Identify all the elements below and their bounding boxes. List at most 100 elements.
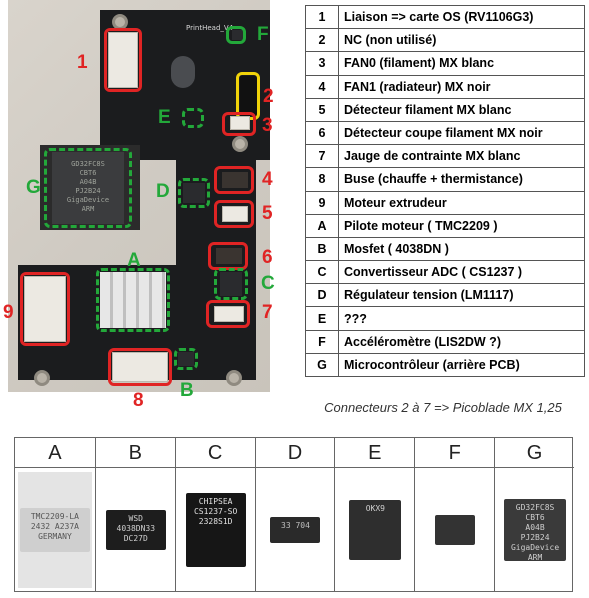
connector-1-body — [108, 32, 138, 88]
legend-description: Régulateur tension (LM1117) — [338, 283, 585, 308]
legend-key: 7 — [305, 144, 339, 169]
connector-note: Connecteurs 2 à 7 => Picoblade MX 1,25 — [324, 400, 562, 415]
marker-box-6 — [208, 242, 248, 270]
marker-box-A — [96, 268, 170, 332]
connector-7-body — [214, 306, 244, 322]
component-photo: TMC2209-LA 2432 A237A GERMANY — [18, 472, 92, 588]
pcb-photo: PrintHead_V4 GD32FC8S CBT6 A04B PJ2B24 G… — [0, 0, 300, 411]
component-chip: TMC2209-LA 2432 A237A GERMANY — [19, 508, 90, 552]
marker-box-3 — [222, 112, 256, 136]
legend-description: Accéléromètre (LIS2DW ?) — [338, 329, 585, 354]
legend-key: C — [305, 260, 339, 285]
component-strip: A TMC2209-LA 2432 A237A GERMANY B WSD 4038D… — [14, 437, 574, 592]
marker-label-A: A — [127, 250, 141, 271]
legend-key: 4 — [305, 74, 339, 99]
legend-description: Microcontrôleur (arrière PCB) — [338, 352, 585, 378]
legend-description: Détecteur coupe filament MX noir — [338, 120, 585, 146]
marker-label-5: 5 — [262, 203, 273, 224]
legend-row: E??? — [305, 306, 585, 331]
component-chip: GD32FC8S CBT6 A04B PJ2B24 GigaDevice ARM — [504, 499, 567, 562]
component-marking: TMC2209-LA 2432 A237A GERMANY — [30, 512, 79, 541]
marker-box-1 — [104, 28, 142, 92]
capacitor — [171, 56, 195, 88]
legend-description: Jauge de contrainte MX blanc — [338, 144, 585, 169]
marker-label-9: 9 — [3, 302, 14, 323]
marker-label-G: G — [26, 177, 41, 198]
connector-6-body — [216, 248, 242, 264]
marker-label-4: 4 — [262, 169, 273, 190]
legend-key: 6 — [305, 120, 339, 146]
marker-label-E: E — [158, 107, 171, 128]
legend-key: 5 — [305, 97, 339, 122]
legend-description: FAN0 (filament) MX blanc — [338, 51, 585, 76]
connector-2-body — [240, 76, 258, 116]
legend-key: 2 — [305, 28, 339, 53]
component-chip: OKX9 — [349, 500, 402, 560]
component-photo: CHIPSEA CS1237-SO 2328S1D — [178, 472, 252, 588]
marker-box-7 — [206, 300, 250, 328]
component-marking: CHIPSEA CS1237-SO 2328S1D — [193, 497, 238, 526]
legend-description: Moteur extrudeur — [338, 190, 585, 215]
component-key: B — [95, 438, 175, 468]
component-marking: 33 704 — [281, 521, 310, 530]
component-marking: WSD 4038DN33 DC27D — [116, 514, 156, 543]
marker-label-3: 3 — [262, 115, 273, 136]
component-cell: A TMC2209-LA 2432 A237A GERMANY — [15, 438, 95, 591]
component-key: E — [335, 438, 415, 468]
legend-description: Détecteur filament MX blanc — [338, 97, 585, 122]
component-chip — [435, 515, 476, 545]
marker-label-C: C — [261, 273, 275, 294]
legend-key: 9 — [305, 190, 339, 215]
component-cell: C CHIPSEA CS1237-SO 2328S1D — [174, 438, 255, 591]
legend-description: Pilote moteur ( TMC2209 ) — [338, 213, 585, 238]
legend-key: A — [305, 213, 339, 238]
connector-5-body — [222, 206, 248, 222]
marker-label-1: 1 — [77, 52, 88, 73]
marker-label-7: 7 — [262, 302, 273, 323]
mounting-hole — [226, 370, 242, 386]
legend-description: Liaison => carte OS (RV1106G3) — [338, 4, 585, 30]
legend-key: E — [305, 306, 339, 331]
marker-box-D — [178, 178, 210, 208]
component-chip: CHIPSEA CS1237-SO 2328S1D — [185, 493, 246, 567]
regulator-chip — [183, 183, 205, 203]
component-photo — [418, 472, 492, 588]
legend-description: Mosfet ( 4038DN ) — [338, 236, 585, 262]
component-marking: GD32FC8S CBT6 A04B PJ2B24 GigaDevice ARM — [510, 503, 560, 562]
marker-box-4 — [214, 166, 254, 194]
legend-description: ??? — [338, 306, 585, 331]
marker-box-8 — [108, 348, 172, 386]
component-key: C — [175, 438, 255, 468]
mcu-chip: GD32FC8S CBT6 A04B PJ2B24 GigaDevice ARM — [52, 152, 124, 224]
mounting-hole — [34, 370, 50, 386]
legend-description: NC (non utilisé) — [338, 28, 585, 53]
adc-chip — [220, 272, 242, 296]
marker-box-B — [174, 348, 198, 370]
marker-box-F — [226, 26, 246, 44]
marker-label-D: D — [156, 181, 170, 202]
component-photo: OKX9 — [338, 472, 412, 588]
component-key: A — [15, 438, 95, 468]
legend-description: Convertisseur ADC ( CS1237 ) — [338, 260, 585, 285]
legend-description: FAN1 (radiateur) MX noir — [338, 74, 585, 99]
marker-label-B: B — [180, 380, 194, 401]
marker-label-F: F — [257, 24, 269, 45]
legend-key: B — [305, 236, 339, 262]
driver-heatsink — [100, 272, 166, 328]
legend-key: F — [305, 329, 339, 354]
component-marking: OKX9 — [365, 504, 385, 513]
mosfet-chip — [178, 352, 194, 366]
marker-box-9 — [20, 272, 70, 346]
component-photo: GD32FC8S CBT6 A04B PJ2B24 GigaDevice ARM — [498, 472, 571, 588]
